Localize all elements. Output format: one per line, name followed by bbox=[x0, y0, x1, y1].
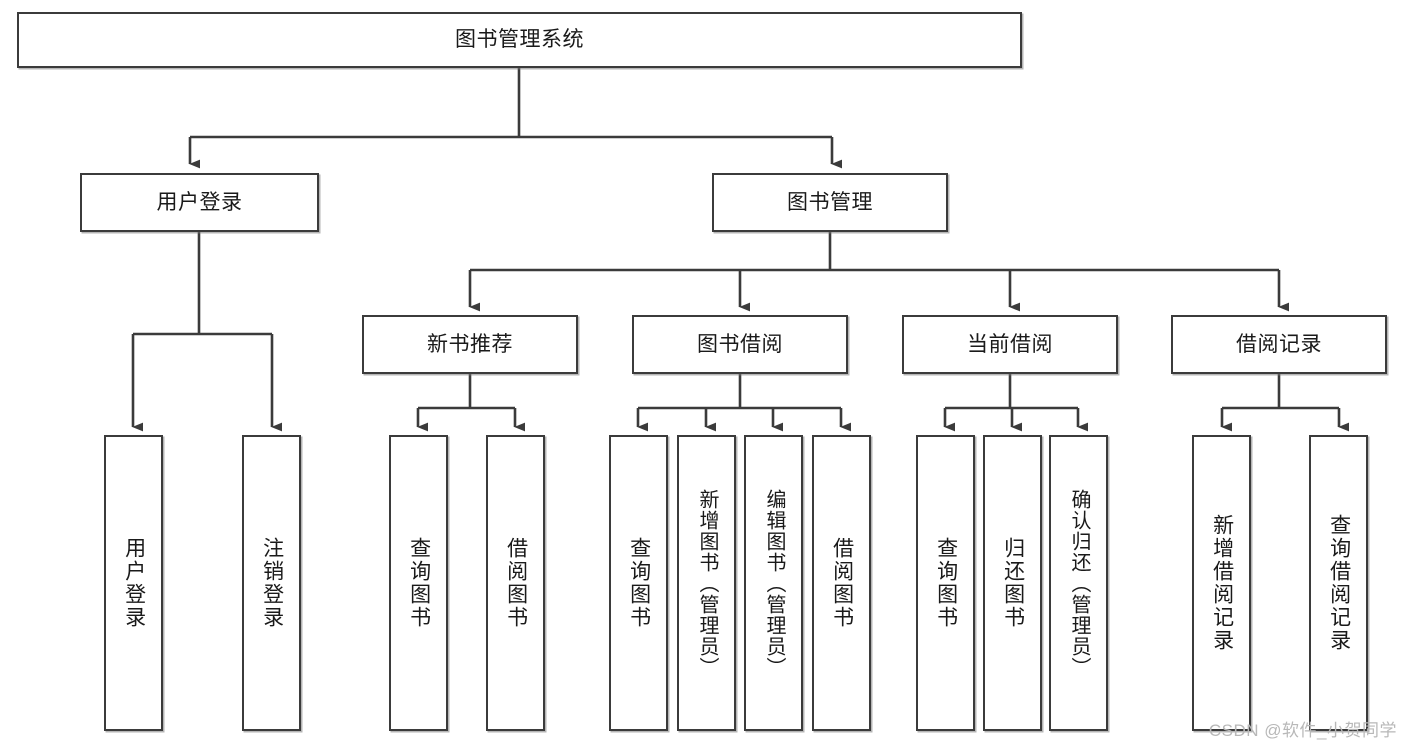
node-label: 借阅图书 bbox=[504, 537, 528, 629]
node-label: 查询图书 bbox=[407, 537, 431, 629]
node-label: 注销登录 bbox=[260, 537, 284, 629]
node-leaf-borrow-book-2[interactable]: 借阅图书 bbox=[812, 435, 871, 731]
node-book-management-system[interactable]: 图书管理系统 bbox=[17, 12, 1022, 68]
node-label: 用户登录 bbox=[156, 190, 243, 214]
node-label: 编辑图书（管理员） bbox=[763, 488, 785, 678]
node-leaf-query-book-3[interactable]: 查询图书 bbox=[916, 435, 975, 731]
node-book-borrow[interactable]: 图书借阅 bbox=[632, 315, 848, 374]
node-label: 新书推荐 bbox=[427, 332, 513, 356]
node-new-book-recommend[interactable]: 新书推荐 bbox=[362, 315, 578, 374]
node-label: 用户登录 bbox=[122, 537, 146, 629]
node-label: 归还图书 bbox=[1001, 537, 1025, 629]
node-current-borrow[interactable]: 当前借阅 bbox=[902, 315, 1118, 374]
node-leaf-edit-book[interactable]: 编辑图书（管理员） bbox=[744, 435, 803, 731]
node-leaf-logout-login[interactable]: 注销登录 bbox=[242, 435, 301, 731]
node-leaf-query-record[interactable]: 查询借阅记录 bbox=[1309, 435, 1368, 731]
node-leaf-add-book[interactable]: 新增图书（管理员） bbox=[677, 435, 736, 731]
node-leaf-add-record[interactable]: 新增借阅记录 bbox=[1192, 435, 1251, 731]
node-label: 图书借阅 bbox=[697, 332, 783, 356]
node-label: 借阅记录 bbox=[1236, 332, 1322, 356]
node-user-login[interactable]: 用户登录 bbox=[80, 173, 319, 232]
watermark: CSDN @软件_小贺同学 bbox=[1208, 721, 1397, 740]
node-leaf-borrow-book-1[interactable]: 借阅图书 bbox=[486, 435, 545, 731]
node-label: 借阅图书 bbox=[830, 537, 854, 629]
node-leaf-confirm-return[interactable]: 确认归还（管理员） bbox=[1049, 435, 1108, 731]
node-leaf-return-book[interactable]: 归还图书 bbox=[983, 435, 1042, 731]
node-leaf-query-book-1[interactable]: 查询图书 bbox=[389, 435, 448, 731]
node-book-management[interactable]: 图书管理 bbox=[712, 173, 948, 232]
node-label: 查询借阅记录 bbox=[1327, 514, 1351, 652]
node-borrow-record[interactable]: 借阅记录 bbox=[1171, 315, 1387, 374]
node-label: 当前借阅 bbox=[967, 332, 1053, 356]
node-label: 新增图书（管理员） bbox=[696, 488, 718, 678]
node-leaf-query-book-2[interactable]: 查询图书 bbox=[609, 435, 668, 731]
node-label: 图书管理系统 bbox=[455, 28, 584, 52]
node-label: 查询图书 bbox=[627, 537, 651, 629]
node-label: 图书管理 bbox=[787, 190, 873, 214]
node-label: 查询图书 bbox=[934, 537, 958, 629]
node-label: 新增借阅记录 bbox=[1210, 514, 1234, 652]
node-leaf-user-login[interactable]: 用户登录 bbox=[104, 435, 163, 731]
node-label: 确认归还（管理员） bbox=[1068, 488, 1090, 678]
